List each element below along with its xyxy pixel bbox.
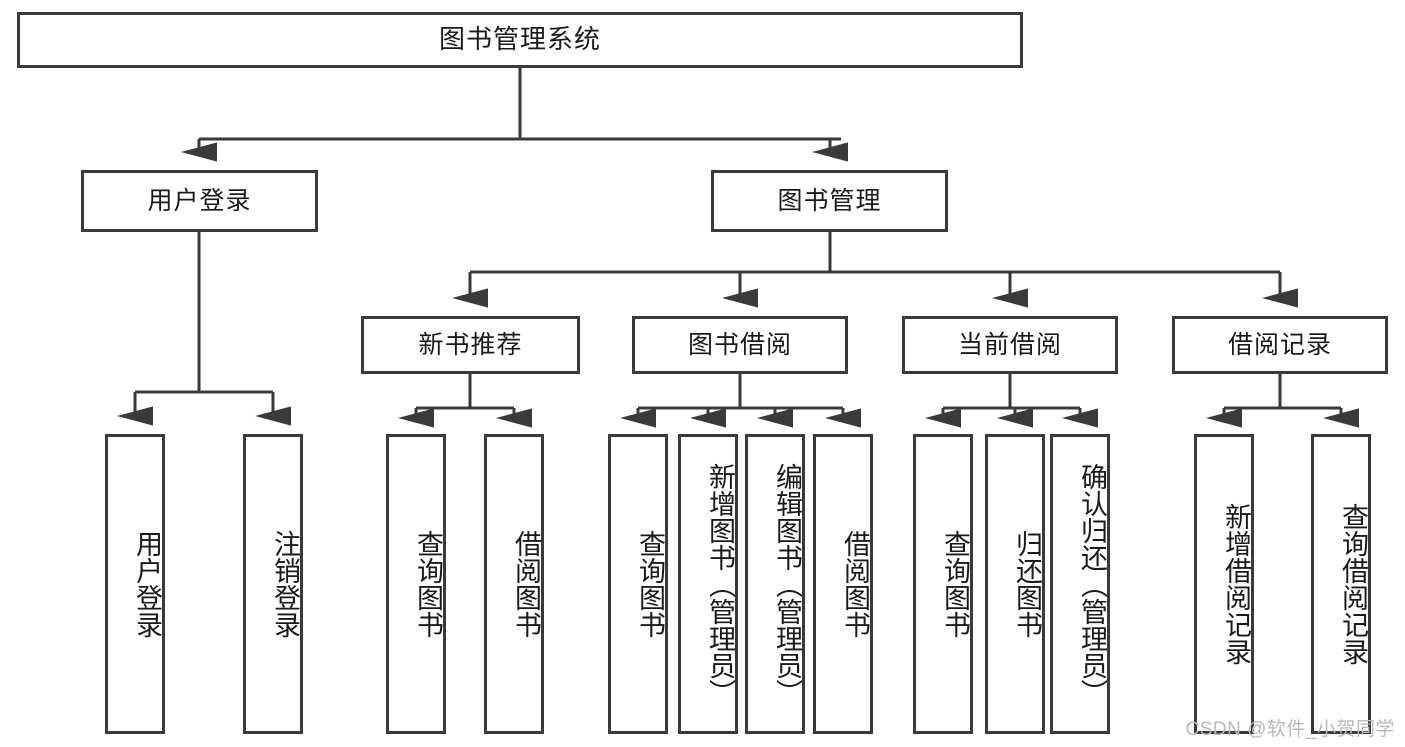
- node-leaf-borrow-book-1-label: 借阅图书: [511, 530, 541, 638]
- node-leaf-query-record-label: 查询借阅记录: [1338, 503, 1368, 665]
- node-leaf-logout-label: 注销登录: [270, 530, 300, 638]
- node-leaf-borrow-book-1[interactable]: 借阅图书: [484, 434, 544, 734]
- node-leaf-add-record[interactable]: 新增借阅记录: [1194, 434, 1254, 734]
- node-leaf-query-book-2[interactable]: 查询图书: [608, 434, 668, 734]
- node-leaf-borrow-book-2-label: 借阅图书: [840, 530, 870, 638]
- watermark: CSDN @软件_小贺同学: [1185, 719, 1395, 740]
- node-leaf-add-book[interactable]: 新增图书（管理员）: [678, 434, 738, 734]
- node-leaf-confirm-return-label: 确认归还（管理员）: [1077, 462, 1107, 706]
- node-leaf-user-login[interactable]: 用户登录: [105, 434, 165, 734]
- node-leaf-query-book-1-label: 查询图书: [413, 530, 443, 638]
- node-user-login-label: 用户登录: [147, 187, 252, 215]
- node-book-manage-label: 图书管理: [777, 187, 882, 215]
- node-leaf-query-book-3[interactable]: 查询图书: [913, 434, 973, 734]
- node-current-borrow[interactable]: 当前借阅: [902, 316, 1118, 374]
- node-leaf-edit-book-label: 编辑图书（管理员）: [772, 462, 802, 706]
- node-book-manage[interactable]: 图书管理: [711, 170, 948, 232]
- node-book-borrow[interactable]: 图书借阅: [632, 316, 848, 374]
- node-borrow-record[interactable]: 借阅记录: [1172, 316, 1388, 374]
- node-user-login[interactable]: 用户登录: [81, 170, 318, 232]
- node-new-book-recommend[interactable]: 新书推荐: [361, 316, 580, 374]
- node-new-book-recommend-label: 新书推荐: [418, 331, 523, 359]
- node-leaf-query-book-2-label: 查询图书: [635, 530, 665, 638]
- node-leaf-confirm-return[interactable]: 确认归还（管理员）: [1050, 434, 1110, 734]
- node-leaf-return-book[interactable]: 归还图书: [985, 434, 1045, 734]
- node-book-borrow-label: 图书借阅: [687, 331, 792, 359]
- node-leaf-query-record[interactable]: 查询借阅记录: [1311, 434, 1371, 734]
- node-leaf-add-record-label: 新增借阅记录: [1221, 503, 1251, 665]
- node-leaf-edit-book[interactable]: 编辑图书（管理员）: [745, 434, 805, 734]
- node-leaf-user-login-label: 用户登录: [132, 530, 162, 638]
- node-leaf-query-book-3-label: 查询图书: [940, 530, 970, 638]
- node-leaf-return-book-label: 归还图书: [1012, 530, 1042, 638]
- node-borrow-record-label: 借阅记录: [1227, 331, 1332, 359]
- node-leaf-logout[interactable]: 注销登录: [243, 434, 303, 734]
- node-current-borrow-label: 当前借阅: [957, 331, 1062, 359]
- node-leaf-add-book-label: 新增图书（管理员）: [705, 462, 735, 706]
- node-leaf-query-book-1[interactable]: 查询图书: [386, 434, 446, 734]
- node-root[interactable]: 图书管理系统: [17, 12, 1023, 68]
- node-leaf-borrow-book-2[interactable]: 借阅图书: [813, 434, 873, 734]
- node-root-label: 图书管理系统: [438, 24, 601, 55]
